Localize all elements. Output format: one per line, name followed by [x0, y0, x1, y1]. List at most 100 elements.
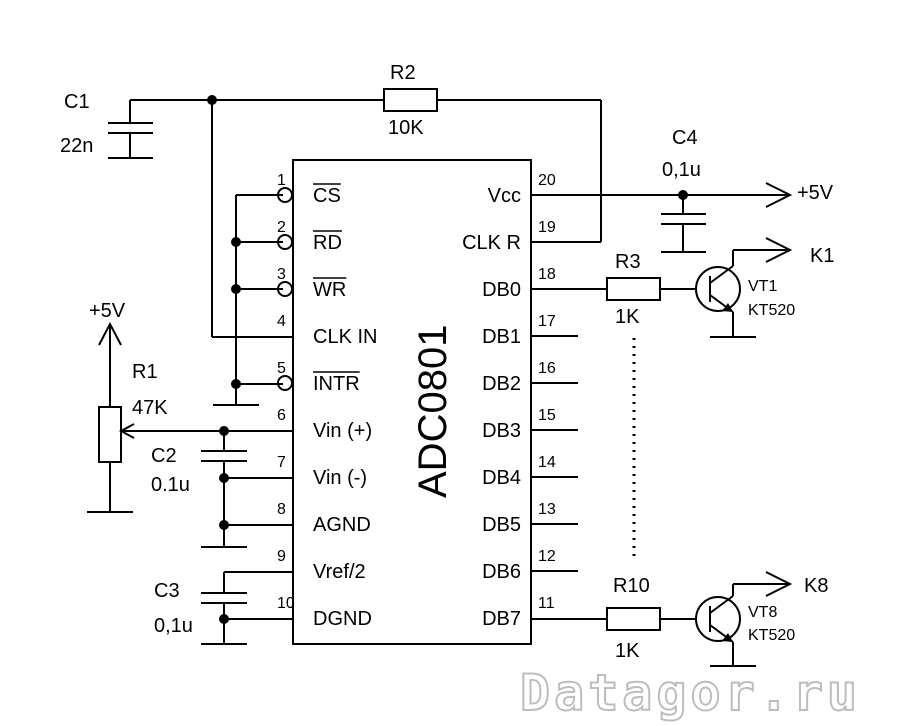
junction-intr — [231, 379, 241, 389]
pin-name: DGND — [313, 608, 372, 630]
pin-name: CLK R — [462, 232, 521, 254]
pin-number: 6 — [277, 407, 286, 424]
junction-agnd — [219, 520, 229, 530]
pin-name: RD — [313, 232, 342, 254]
junction-wr — [231, 284, 241, 294]
pin-name: INTR — [313, 373, 360, 395]
c4-value: 0,1u — [662, 159, 701, 181]
left-pin-3: 3WR — [277, 266, 347, 301]
vt1-ref: VT1 — [748, 278, 777, 295]
pin-number: 5 — [277, 360, 286, 377]
r3-ref: R3 — [615, 251, 641, 273]
pot-supply-label: +5V — [89, 300, 126, 322]
vt8-transistor — [695, 583, 790, 667]
c2-ref: C2 — [151, 445, 177, 467]
pin-number: 1 — [277, 172, 286, 189]
left-pin-2: 2RD — [277, 219, 342, 254]
pin-name: Vin (-) — [313, 467, 367, 489]
r1-ref: R1 — [132, 361, 158, 383]
pin-number: 2 — [277, 219, 286, 236]
r10-ref: R10 — [613, 575, 650, 597]
r10-value: 1K — [615, 640, 640, 662]
r1-value: 47K — [132, 397, 168, 419]
pin-number: 17 — [538, 313, 556, 330]
vt8-type: KT520 — [748, 627, 795, 644]
chip-body — [292, 159, 532, 645]
watermark: Datagor.ru — [520, 664, 861, 722]
pin-number: 11 — [538, 595, 555, 612]
pin-name: DB7 — [482, 608, 521, 630]
pin-number: 8 — [277, 501, 286, 518]
vcc-label: +5V — [797, 182, 834, 204]
pin-name: CS — [313, 185, 341, 207]
junction-vin-minus — [219, 473, 229, 483]
vt1-transistor — [695, 249, 790, 338]
r2-value: 10K — [388, 117, 424, 139]
r3-value: 1K — [615, 306, 640, 328]
pin-number: 13 — [538, 501, 556, 518]
r2-resistor — [383, 88, 438, 112]
r1-potentiometer — [98, 406, 122, 463]
k8-label: K8 — [804, 575, 828, 597]
pin-number: 18 — [538, 266, 556, 283]
pin-number: 16 — [538, 360, 556, 377]
r10-resistor — [606, 607, 661, 631]
c4-ref: C4 — [672, 127, 698, 149]
c4-capacitor — [661, 195, 706, 253]
left-pin-1: 1CS — [277, 172, 341, 207]
junction-dgnd — [219, 614, 229, 624]
pin-number: 9 — [277, 548, 286, 565]
r3-resistor — [606, 277, 661, 301]
vt8-ref: VT8 — [748, 604, 777, 621]
c1-ref: C1 — [64, 91, 90, 113]
pin-name: Vcc — [488, 185, 521, 207]
junction-rd — [231, 237, 241, 247]
pin-name: DB0 — [482, 279, 521, 301]
pin-name: DB3 — [482, 420, 521, 442]
k1-label: K1 — [810, 245, 834, 267]
pin-name: CLK IN — [313, 326, 377, 348]
pin-name: DB5 — [482, 514, 521, 536]
r2-ref: R2 — [390, 62, 416, 84]
pin-name: DB4 — [482, 467, 521, 489]
pin-name: DB2 — [482, 373, 521, 395]
vt1-type: KT520 — [748, 302, 795, 319]
k1-arrow — [765, 237, 793, 263]
pin-number: 3 — [277, 266, 286, 283]
k8-arrow — [765, 571, 793, 597]
pin-number: 10 — [277, 595, 295, 612]
pin-name: AGND — [313, 514, 371, 536]
chip-name: ADC0801 — [411, 325, 455, 498]
c1-value: 22n — [60, 135, 93, 157]
pin-number: 7 — [277, 454, 286, 471]
pin-name: WR — [313, 279, 346, 301]
pin-name: DB6 — [482, 561, 521, 583]
pin-name: DB1 — [482, 326, 521, 348]
pin-number: 4 — [277, 313, 286, 330]
pin-name: Vref/2 — [313, 561, 366, 583]
pin-number: 14 — [538, 454, 556, 471]
c2-value: 0.1u — [151, 474, 190, 496]
c3-value: 0,1u — [154, 615, 193, 637]
c1-capacitor — [108, 100, 153, 159]
pin-number: 19 — [538, 219, 556, 236]
pin-number: 12 — [538, 548, 556, 565]
pin-number: 15 — [538, 407, 556, 424]
